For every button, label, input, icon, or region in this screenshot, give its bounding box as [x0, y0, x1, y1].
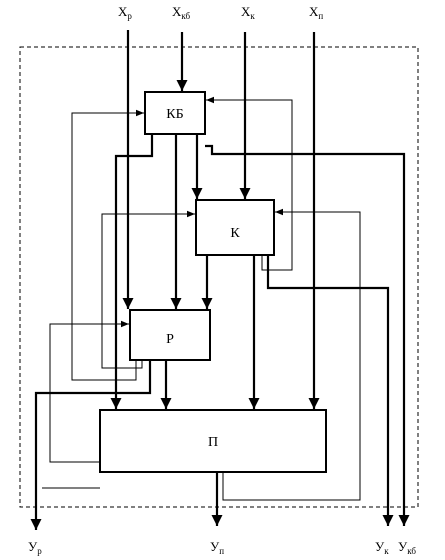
output-label-yk: Ук: [375, 539, 389, 556]
input-label-xkb: Хкб: [172, 4, 191, 21]
output-label-yr: Ур: [28, 539, 42, 556]
block-p-label: П: [208, 435, 218, 450]
feedback-r-to-kb: [71, 109, 144, 381]
block-r: [129, 309, 211, 361]
input-label-xp: Хп: [309, 4, 323, 21]
feedback-r-to-k: [101, 210, 195, 369]
flow-r-to-yr: [30, 360, 152, 530]
output-label-yp: Уп: [210, 539, 224, 556]
feedback-p-to-k: [222, 208, 361, 501]
feedback-k-to-kb: [206, 96, 293, 271]
block-kb-label: КБ: [166, 107, 183, 122]
flow-kb-to-p: [110, 134, 154, 409]
output-label-ykb: Укб: [398, 539, 416, 556]
input-label-xk: Хк: [241, 4, 255, 21]
block-k: [195, 199, 275, 256]
feedback-p-to-r: [49, 320, 129, 463]
flow-kb-to-ykb: [205, 144, 410, 526]
block-p: [99, 409, 327, 473]
flow-k-to-yk: [266, 255, 394, 526]
system-boundary: [19, 46, 419, 508]
block-k-label: К: [230, 226, 240, 241]
input-label-xr: Хр: [118, 4, 132, 21]
block-r-label: Р: [166, 332, 174, 347]
